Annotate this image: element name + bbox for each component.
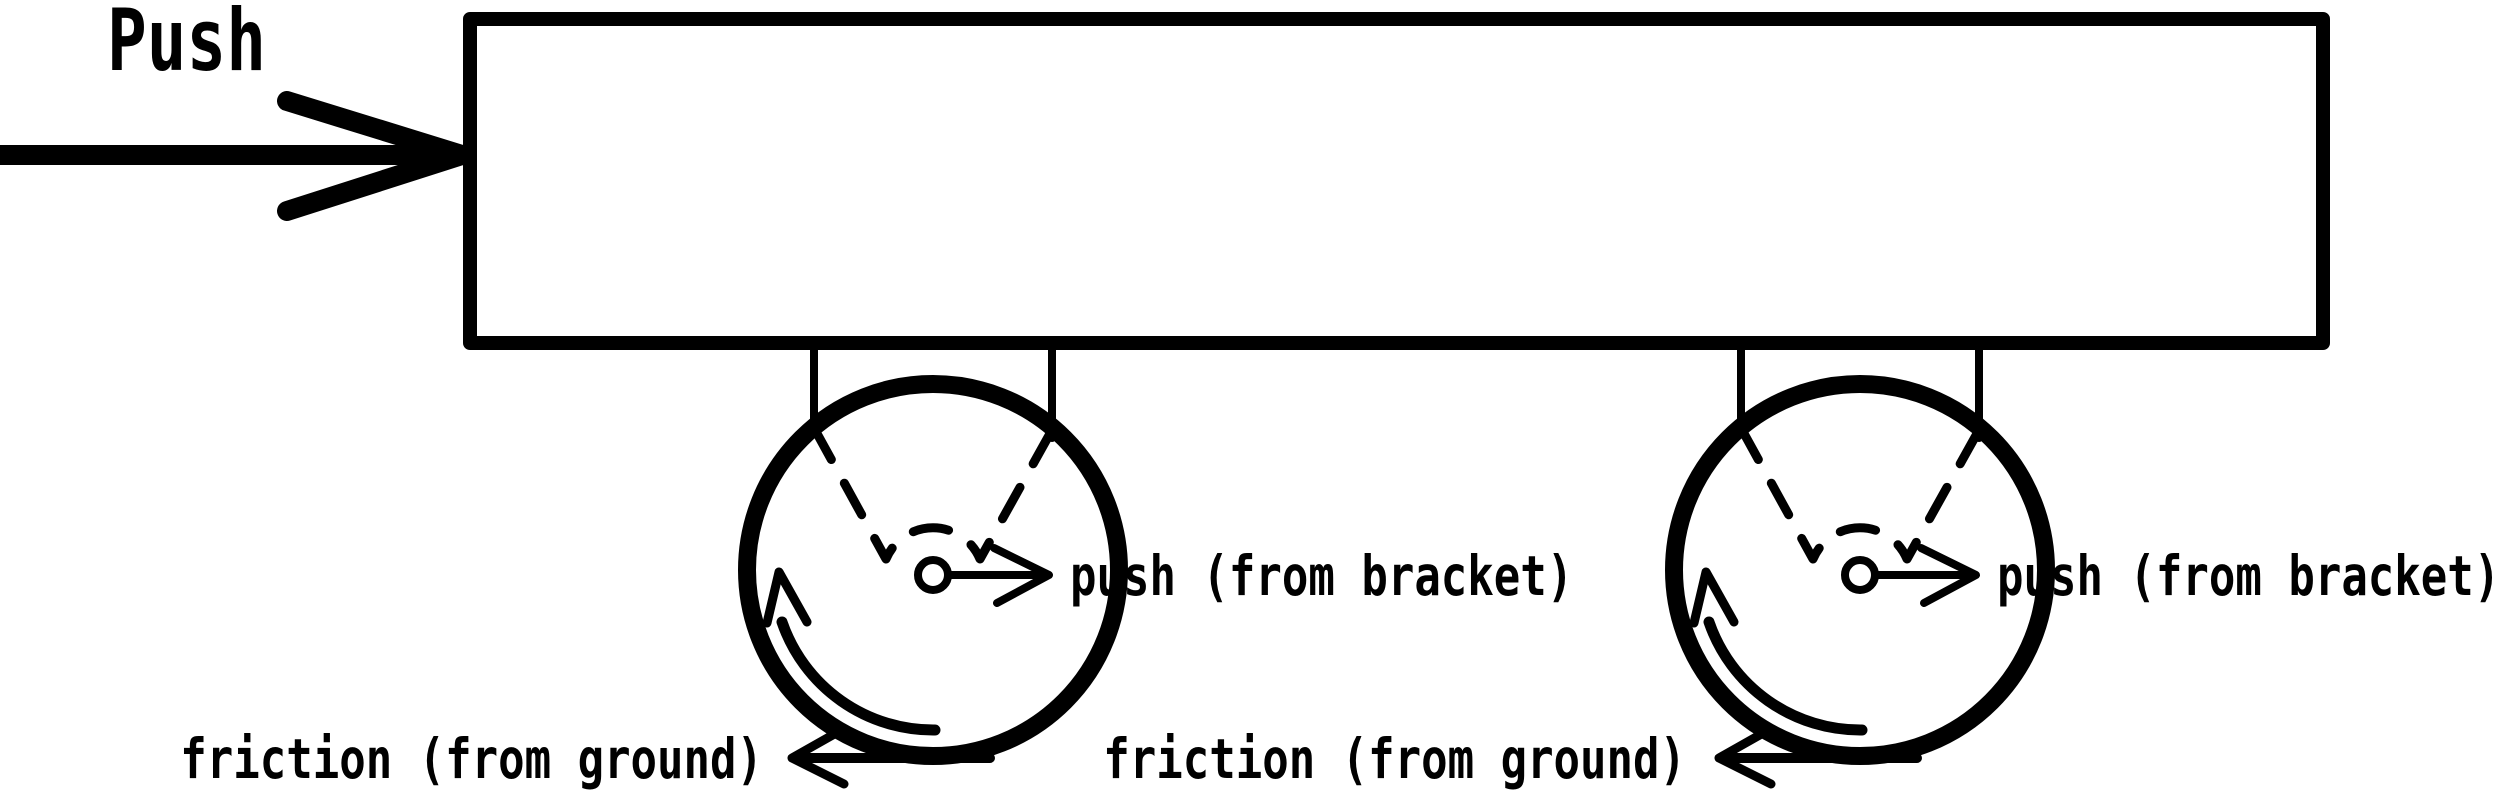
wheel-rear-friction-arrowhead-icon <box>1714 727 1776 789</box>
wheel-front-axle-push-arrowhead-icon <box>990 544 1053 607</box>
wheel-rear-group: push (from bracket) friction (from groun… <box>1103 342 2500 791</box>
wheel-rear-caster-fork-outline <box>1736 423 1984 564</box>
wheel-front-group: push (from bracket) friction (from groun… <box>180 342 1573 791</box>
wheel-front-caster-fork-outline <box>809 423 1057 564</box>
wheel-rear-friction-label: friction (from ground) <box>1103 727 1686 791</box>
cart-body <box>463 12 2330 350</box>
wheel-rear-rotation-arrow-arc <box>1703 616 1868 736</box>
wheel-front-axle-icon <box>914 556 952 594</box>
wheel-front-push-label: push (from bracket) <box>1070 544 1573 608</box>
wheel-front-friction-label: friction (from ground) <box>180 727 763 791</box>
push-force-group: Push <box>0 0 475 221</box>
wheel-rear-rotation-arrowhead-icon <box>1689 567 1739 628</box>
wheel-front-friction-arrowhead-icon <box>787 727 849 789</box>
wheel-rear-axle-icon <box>1841 556 1879 594</box>
push-force-label: Push <box>107 0 266 91</box>
wheel-front-rotation-arrow-arc <box>776 616 941 736</box>
push-force-arrowhead-icon <box>277 91 472 221</box>
wheel-front-rotation-arrowhead-icon <box>762 567 812 628</box>
wheel-rear-axle-push-arrowhead-icon <box>1917 544 1980 607</box>
wheel-rear-push-label: push (from bracket) <box>1997 544 2500 608</box>
